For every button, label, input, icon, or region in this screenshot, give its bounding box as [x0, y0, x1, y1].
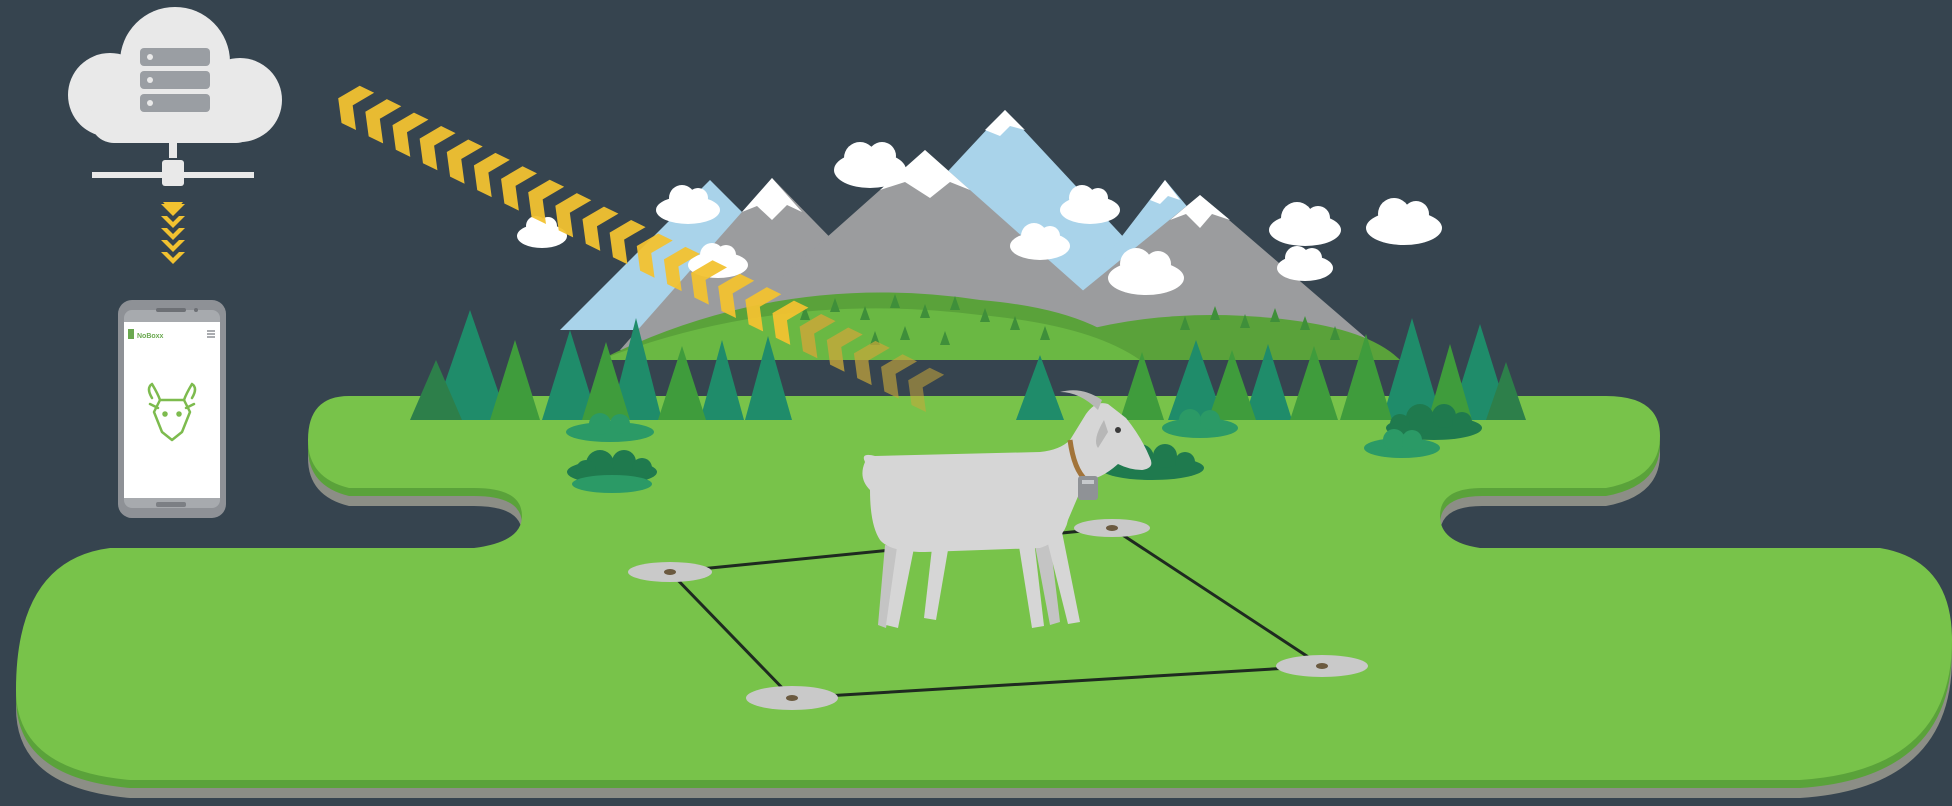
phone-app-name: NoBoxx	[137, 333, 164, 340]
cloud-server-icon	[68, 7, 282, 143]
network-connection-icon	[92, 140, 254, 186]
fence-post-icon	[628, 562, 712, 582]
fence-post-icon	[1276, 655, 1368, 677]
download-chevrons-icon	[161, 202, 185, 264]
smartphone-icon: NoBoxx	[118, 300, 226, 518]
fence-post-icon	[746, 686, 838, 710]
fence-post-icon	[1074, 519, 1150, 537]
